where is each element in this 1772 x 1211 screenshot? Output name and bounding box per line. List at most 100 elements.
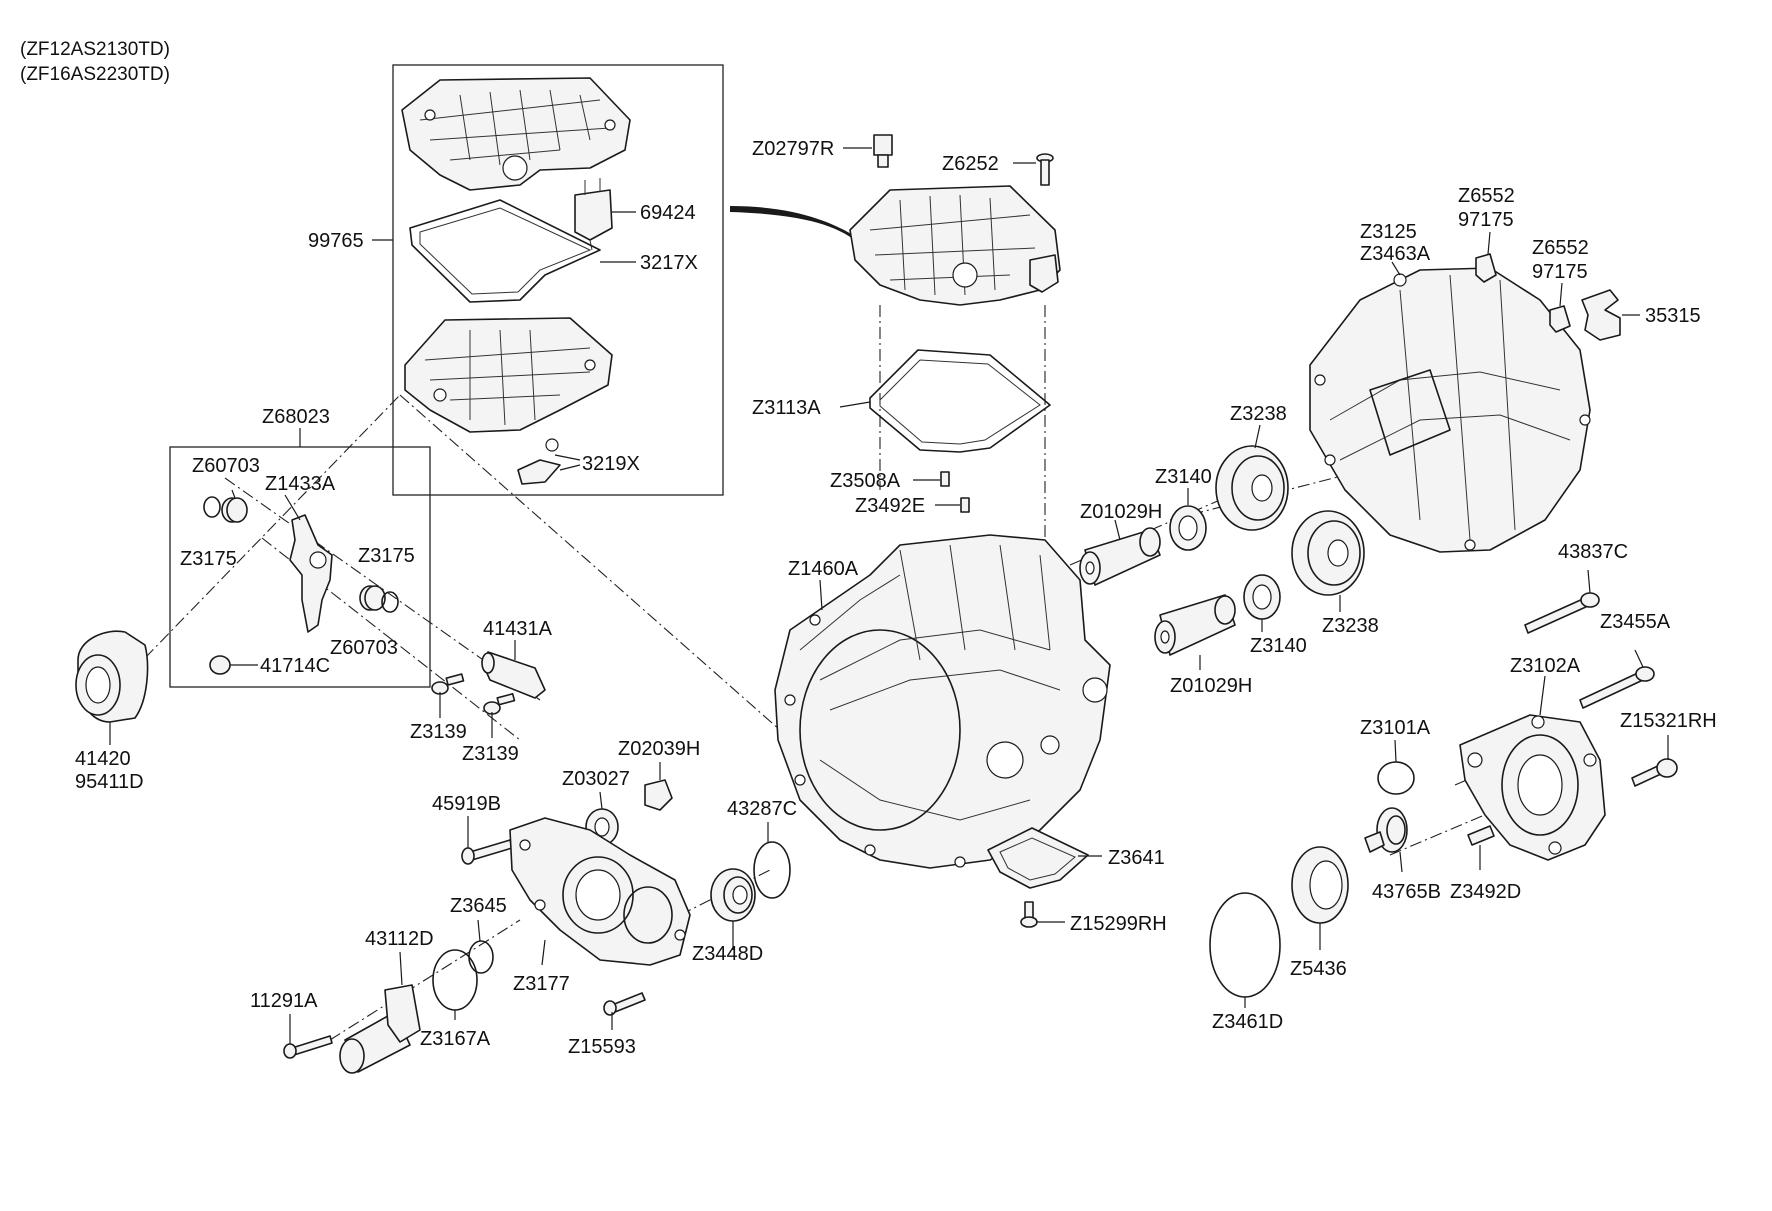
label-Z3645: Z3645 xyxy=(450,895,507,917)
label-41420: 41420 xyxy=(75,748,131,770)
label-Z1433A: Z1433A xyxy=(265,473,336,495)
label-Z03027: Z03027 xyxy=(562,768,630,790)
release-bearing[interactable] xyxy=(75,630,149,723)
valve-body-bolt[interactable] xyxy=(1036,153,1054,186)
release-shaft[interactable] xyxy=(481,651,546,699)
bolt-z15593[interactable] xyxy=(603,992,646,1016)
bolt-z3455a[interactable] xyxy=(1579,666,1655,709)
o-ring-z3101a[interactable] xyxy=(1377,761,1415,795)
label-Z68023: Z68023 xyxy=(262,406,330,428)
valve-body-assembled[interactable] xyxy=(849,185,1061,306)
seal-z3175-upper[interactable] xyxy=(203,496,221,518)
label-Z3641: Z3641 xyxy=(1108,847,1165,869)
needle-bearing-z3140-lower[interactable] xyxy=(1243,574,1281,620)
label-Z3139-b: Z3139 xyxy=(462,743,519,765)
pump-gear-43765b[interactable] xyxy=(1364,807,1408,853)
sensor-z02039h[interactable] xyxy=(644,779,673,811)
speed-sensor-lower[interactable] xyxy=(1549,305,1571,333)
label-43287C: 43287C xyxy=(727,798,797,820)
pivot-pin-41714c[interactable] xyxy=(209,655,231,675)
needle-bearing-z3140-upper[interactable] xyxy=(1169,505,1207,551)
bolt-11291a[interactable] xyxy=(283,1035,333,1059)
inspection-cover-z3641[interactable] xyxy=(987,827,1089,889)
label-Z3177: Z3177 xyxy=(513,973,570,995)
part-labels: 99765 69424 3217X 3219X Z02797R Z6252 Z3… xyxy=(75,138,1717,1058)
solenoid-valve[interactable] xyxy=(574,178,613,251)
bolt-z3139-b[interactable] xyxy=(483,693,516,715)
bearing-z3448d[interactable] xyxy=(710,868,756,922)
oil-filter-plate[interactable] xyxy=(517,438,561,485)
rear-cover-z3102a[interactable] xyxy=(1459,714,1606,861)
label-95411D: 95411D xyxy=(75,771,144,793)
o-ring-z3461d[interactable] xyxy=(1209,892,1281,998)
label-Z3455A: Z3455A xyxy=(1600,611,1671,633)
front-cover-z3177[interactable] xyxy=(509,817,691,966)
dowel-pin-z3492e[interactable] xyxy=(960,497,970,513)
transfer-arrow xyxy=(730,206,860,245)
label-Z5436: Z5436 xyxy=(1290,958,1347,980)
label-43837C: 43837C xyxy=(1558,541,1628,563)
label-Z6552-upper: Z6552 xyxy=(1458,185,1515,207)
label-Z3139-a: Z3139 xyxy=(410,721,467,743)
oil-pan-gasket[interactable] xyxy=(869,349,1051,453)
label-3219X: 3219X xyxy=(582,453,640,475)
clutch-housing[interactable] xyxy=(774,534,1111,869)
transmission-rear-housing[interactable] xyxy=(1309,267,1591,553)
seal-z3175-lower[interactable] xyxy=(381,591,399,613)
label-Z3167A: Z3167A xyxy=(420,1028,491,1050)
bolt-z15299rh[interactable] xyxy=(1020,901,1038,928)
countershaft-z01029h-lower[interactable] xyxy=(1154,594,1236,656)
label-Z3461D: Z3461D xyxy=(1212,1011,1283,1033)
label-Z3140-lower: Z3140 xyxy=(1250,635,1307,657)
pump-ring-z5436[interactable] xyxy=(1291,846,1349,924)
o-ring-43287c[interactable] xyxy=(753,841,791,899)
gasket-z3167a[interactable] xyxy=(432,949,478,1011)
countershaft-z01029h-upper[interactable] xyxy=(1079,527,1161,586)
guide-sleeve-43112d[interactable] xyxy=(339,984,421,1074)
bolt-z3139-a[interactable] xyxy=(431,673,465,695)
dowel-pin-z3508a[interactable] xyxy=(940,471,950,487)
label-Z60703-lower: Z60703 xyxy=(330,637,398,659)
label-Z01029H-upper: Z01029H xyxy=(1080,501,1162,523)
valve-body-lower[interactable] xyxy=(404,317,613,433)
gear-z3238-lower[interactable] xyxy=(1291,510,1365,596)
label-Z3175-right: Z3175 xyxy=(358,545,415,567)
label-Z3463A: Z3463A xyxy=(1360,243,1431,265)
label-35315: 35315 xyxy=(1645,305,1701,327)
label-Z3102A: Z3102A xyxy=(1510,655,1581,677)
bushing-z60703-lower[interactable] xyxy=(359,585,386,611)
bolt-43837c[interactable] xyxy=(1524,592,1600,634)
label-Z3492D: Z3492D xyxy=(1450,881,1521,903)
label-Z3238-lower: Z3238 xyxy=(1322,615,1379,637)
label-Z3492E: Z3492E xyxy=(855,495,925,517)
label-Z6252: Z6252 xyxy=(942,153,999,175)
bracket-35315[interactable] xyxy=(1581,289,1621,341)
dowel-pin-z3492d[interactable] xyxy=(1467,825,1495,846)
o-ring-z3645[interactable] xyxy=(468,940,494,974)
label-41714C: 41714C xyxy=(260,655,330,677)
valve-body-gasket[interactable] xyxy=(409,199,601,303)
label-Z3125: Z3125 xyxy=(1360,221,1417,243)
bushing-z60703-upper[interactable] xyxy=(221,497,248,523)
model-code-1: (ZF12AS2130TD) xyxy=(20,39,170,60)
model-code-2: (ZF16AS2230TD) xyxy=(20,64,170,85)
speed-sensor-upper[interactable] xyxy=(1475,253,1497,283)
label-Z3101A: Z3101A xyxy=(1360,717,1431,739)
gear-z3238-upper[interactable] xyxy=(1215,445,1289,531)
label-Z6552-lower: Z6552 xyxy=(1532,237,1589,259)
label-69424: 69424 xyxy=(640,202,696,224)
label-43765B: 43765B xyxy=(1372,881,1441,903)
label-97175-upper: 97175 xyxy=(1458,209,1514,231)
label-Z15299RH: Z15299RH xyxy=(1070,913,1167,935)
valve-body-upper[interactable] xyxy=(401,77,631,191)
label-Z3175-left: Z3175 xyxy=(180,548,237,570)
release-fork[interactable] xyxy=(289,514,333,633)
valve-body-kit-group xyxy=(372,64,724,496)
breather-plug[interactable] xyxy=(873,134,893,168)
bolt-45919b[interactable] xyxy=(461,839,513,865)
label-41431A: 41431A xyxy=(483,618,553,640)
bolt-z15321rh[interactable] xyxy=(1631,758,1678,787)
label-45919B: 45919B xyxy=(432,793,501,815)
valve-body-kit-box xyxy=(392,64,724,496)
